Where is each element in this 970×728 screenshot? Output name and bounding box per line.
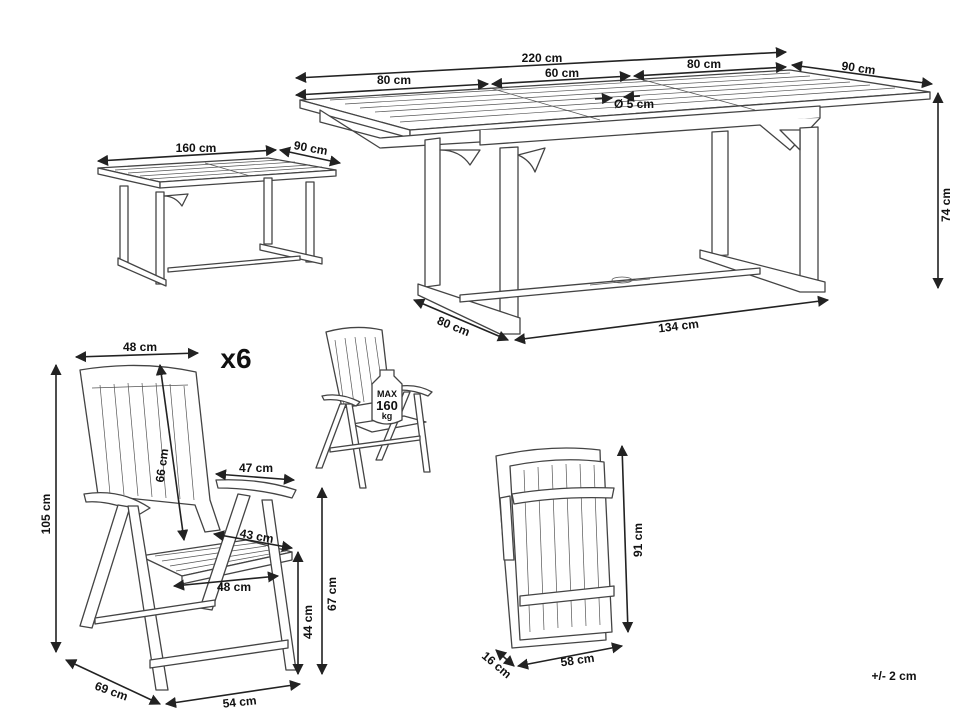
table-length-total-label: 220 cm (522, 51, 563, 65)
table-leaf-right-label: 80 cm (687, 57, 721, 71)
folded-chair-width-label: 58 cm (560, 651, 596, 670)
weight-unit: kg (382, 411, 393, 421)
chair-base-depth-label: 69 cm (93, 679, 130, 704)
folded-chair-drawing (495, 447, 615, 649)
chair-backrest-width-label: 48 cm (123, 340, 157, 354)
compact-table-length-label: 160 cm (176, 141, 217, 155)
chair-seat-height-label: 44 cm (301, 605, 315, 639)
folded-chair-depth-label: 16 cm (479, 649, 514, 682)
compact-table-width-label: 90 cm (293, 138, 329, 158)
dimension-lines (50, 46, 944, 709)
compact-table-drawing (97, 157, 337, 287)
dimension-labels: 220 cm 80 cm 60 cm 80 cm 90 cm 74 cm Ø 5… (39, 51, 953, 711)
table-width-label: 90 cm (841, 59, 877, 78)
chair-armrest-length-label: 47 cm (239, 461, 273, 475)
chair-armrest-height-label: 67 cm (325, 577, 339, 611)
weight-max-label: MAX (377, 389, 397, 399)
tolerance-label: +/- 2 cm (871, 669, 916, 683)
chair-seat-depth-label: 43 cm (239, 526, 275, 546)
table-height-label: 74 cm (939, 188, 953, 222)
weight-value: 160 (376, 398, 398, 413)
weight-badge: MAX 160 kg (371, 369, 403, 425)
table-leaf-left-label: 80 cm (377, 73, 411, 87)
table-base-length-label: 134 cm (657, 317, 699, 336)
table-leaf-middle-label: 60 cm (545, 66, 579, 80)
chair-total-height-label: 105 cm (39, 494, 53, 535)
chair-base-width-label: 54 cm (222, 693, 257, 710)
umbrella-hole-label: Ø 5 cm (614, 97, 654, 111)
chair-seat-width-label: 48 cm (217, 580, 251, 594)
chair-drawing (79, 364, 297, 691)
folded-chair-height-label: 91 cm (631, 523, 645, 557)
quantity-label: x6 (220, 343, 251, 374)
chair-backrest-height-label: 66 cm (153, 448, 172, 484)
